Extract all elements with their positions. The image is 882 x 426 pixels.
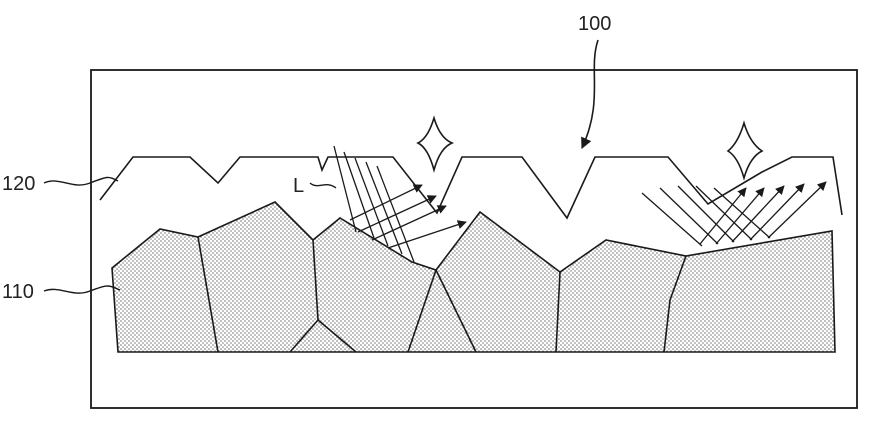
grain-boundary — [197, 236, 219, 353]
incident-ray — [365, 161, 403, 255]
sparkle-icon — [416, 115, 455, 174]
incident-ray — [333, 145, 357, 233]
incident-ray — [354, 157, 389, 247]
textured-layer-120 — [99, 156, 843, 220]
substrate-110-grains — [111, 201, 836, 353]
reflected-ray — [767, 181, 827, 239]
reflected-ray — [349, 184, 423, 221]
outer-frame — [90, 69, 858, 409]
grain — [111, 201, 836, 353]
reflected-ray — [731, 185, 785, 243]
grain-boundary — [555, 271, 561, 353]
ref-100-pointer — [581, 39, 599, 150]
leader-line-L — [309, 182, 337, 189]
reflected-ray — [715, 187, 765, 245]
grain-boundary — [663, 255, 687, 353]
incident-ray — [343, 151, 375, 239]
reflected-ray — [699, 187, 747, 245]
reflected-ray — [371, 205, 447, 241]
leader-line-120 — [43, 176, 119, 186]
label-110: 110 — [2, 281, 34, 303]
reflected-ray — [749, 183, 805, 241]
sparkle-icon — [726, 120, 764, 181]
grain-boundary — [407, 269, 437, 353]
label-120: 120 — [2, 173, 35, 195]
grain-boundary — [435, 269, 477, 353]
label-L: L — [293, 175, 304, 197]
grain-boundary — [317, 319, 357, 353]
incident-ray — [677, 185, 735, 243]
reflected-ray — [357, 195, 437, 233]
reflected-ray — [387, 220, 467, 249]
label-100: 100 — [578, 13, 611, 35]
light-rays-right — [641, 181, 827, 247]
incident-ray — [641, 192, 703, 247]
leader-line-110 — [43, 285, 121, 294]
light-rays-left — [333, 145, 467, 263]
